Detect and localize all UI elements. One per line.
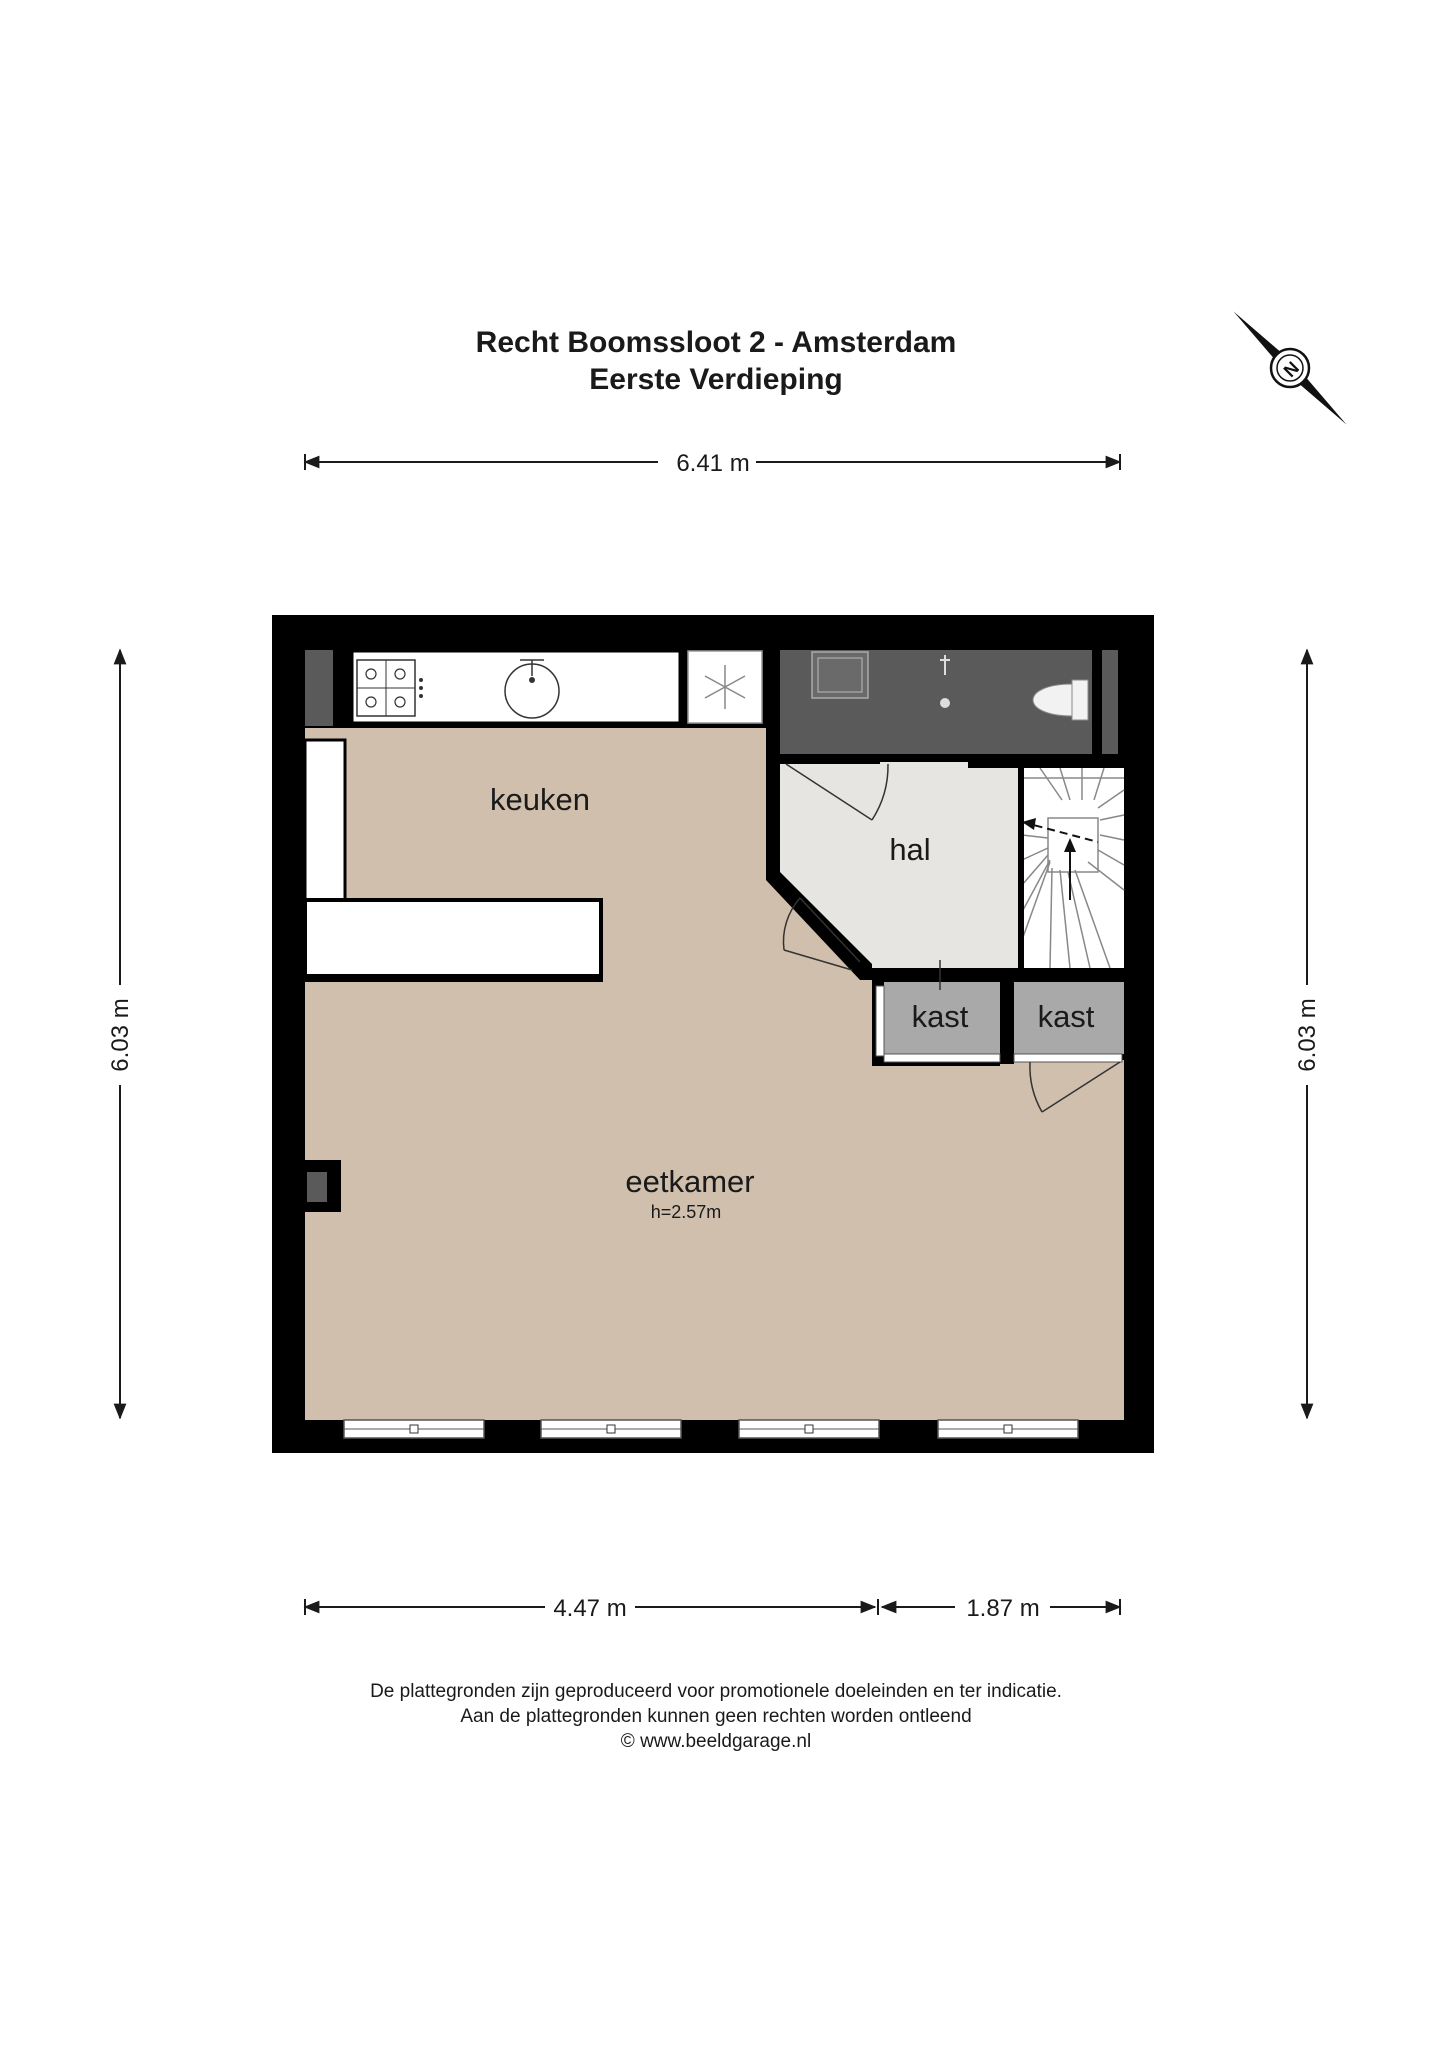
dimension-top-label: 6.41 m (676, 450, 749, 477)
dimension-bottom: 4.47 m 1.87 m (303, 1595, 1122, 1622)
dimension-left-label: 6.03 m (107, 998, 134, 1071)
kitchen-sink-icon (504, 659, 560, 719)
window-4 (937, 1419, 1079, 1439)
room-height-eetkamer: h=2.57m (651, 1202, 722, 1222)
kast-right-door[interactable] (1013, 1053, 1123, 1113)
footer-disclaimer-2: Aan de plattegronden kunnen geen rechten… (460, 1706, 971, 1727)
window-2 (540, 1419, 682, 1439)
kast-right-floor (1014, 982, 1124, 1054)
footer-copyright: © www.beeldgarage.nl (621, 1731, 811, 1752)
dimension-left-height: 6.03 m (107, 648, 134, 1420)
fan-icon (704, 665, 746, 709)
room-label-hal: hal (889, 832, 930, 867)
kast-left-door[interactable] (875, 985, 1001, 1063)
shower-drain-icon (940, 698, 950, 708)
bathroom-fixtures (811, 651, 1089, 721)
room-label-eetkamer: eetkamer (625, 1164, 754, 1199)
wall-column (1102, 650, 1118, 754)
hal-door[interactable] (782, 897, 861, 971)
kitchen-island (303, 898, 603, 982)
window-3 (738, 1419, 880, 1439)
wall-column-left (305, 650, 333, 726)
stove-icon (356, 659, 423, 717)
bathroom-door[interactable] (785, 763, 889, 821)
dimension-bottom-right-label: 1.87 m (966, 1595, 1039, 1622)
dimension-right-label: 6.03 m (1294, 998, 1321, 1071)
footer-disclaimer-1: De plattegronden zijn geproduceerd voor … (370, 1681, 1062, 1702)
room-label-kast-left: kast (912, 999, 969, 1034)
dimension-right-height: 6.03 m (1294, 648, 1321, 1420)
dimension-bottom-left-label: 4.47 m (553, 1595, 626, 1622)
compass-north-icon (1233, 311, 1347, 425)
toilet-icon (1032, 679, 1089, 721)
sink-icon (811, 651, 869, 699)
kast-left-floor (884, 982, 1000, 1054)
plan-subtitle: Eerste Verdieping (589, 363, 842, 396)
floor-plan: keuken hal kast kast eetkamer h=2.57m (272, 615, 1154, 1453)
plan-title: Recht Boomssloot 2 - Amsterdam (476, 326, 957, 359)
dimension-top-width: 6.41 m (303, 450, 1122, 477)
window-1 (343, 1419, 485, 1439)
kitchen-cabinet-left (303, 738, 347, 902)
stair-treads (1021, 767, 1125, 969)
hal-floor (780, 762, 1022, 972)
shower-tap-icon (940, 655, 950, 675)
room-label-keuken: keuken (490, 782, 590, 817)
stair-direction-arrow (1021, 818, 1099, 900)
room-label-kast-right: kast (1038, 999, 1095, 1034)
